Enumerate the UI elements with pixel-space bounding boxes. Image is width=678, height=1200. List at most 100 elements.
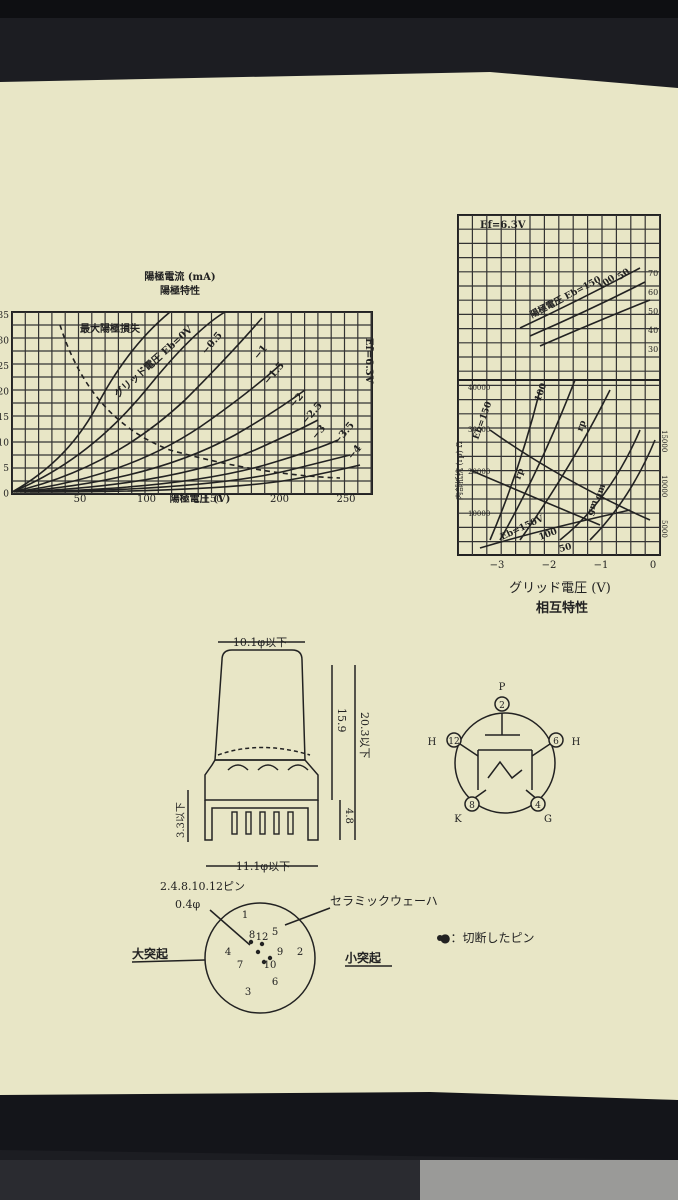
y-tick-label: 5 [3, 464, 9, 474]
y-tick-label: 25 [0, 362, 9, 372]
x-tick-label: 50 [74, 494, 87, 505]
pin-circle [446, 732, 462, 748]
heater-filament [487, 760, 523, 780]
white-card-corner [420, 1160, 678, 1200]
left-axis-label: 内部抵抗 (rp) Ω [454, 441, 464, 500]
pin-leads [231, 811, 294, 835]
base-pin-number: 7 [237, 960, 243, 971]
big-key-leader [131, 959, 206, 963]
pin-dot [248, 939, 254, 945]
base-height-text: 4.8 [343, 808, 354, 824]
schematic-envelope [454, 712, 556, 814]
right-tick-label: 40 [648, 326, 658, 335]
curve-neg3.5 [23, 454, 351, 493]
x-tick-label: −1 [594, 560, 609, 571]
curve-label: rp [513, 467, 526, 481]
base-pin-number: 9 [277, 947, 283, 958]
y-tick-label: 30 [0, 337, 9, 347]
curve-neg4 [29, 464, 361, 493]
base-outer-circle [204, 902, 316, 1014]
pin-lead [273, 811, 280, 835]
pin-number: 4 [535, 801, 541, 811]
base-pin-number: 5 [272, 927, 278, 938]
pin-function-label: P [499, 682, 506, 693]
pin-dot [261, 959, 267, 965]
grid-cage [477, 749, 533, 790]
left-tick-label: 40000 [468, 384, 490, 392]
x-tick-label: 200 [270, 494, 289, 505]
x-axis-label: 陽極電圧 (V) [170, 492, 231, 505]
right-tick-label: 50 [648, 307, 658, 316]
pin-note-leader [209, 909, 251, 946]
y-tick-label: 10 [0, 439, 9, 449]
plot-grid [458, 215, 660, 555]
x-tick-label: 150 [203, 494, 222, 505]
plate-curves [12, 312, 361, 493]
curve-label: rp [575, 419, 588, 433]
shadow-strip [0, 1092, 678, 1160]
x-tick-label: 0 [650, 560, 656, 571]
chart-subtitle: 陽極特性 [160, 284, 200, 297]
pin-number: 6 [553, 737, 559, 747]
pin-function-label: K [454, 814, 462, 825]
pin-note: 2.4.8.10.12ピン [160, 880, 245, 893]
left-tick-label: 20000 [468, 468, 490, 476]
y-tick-label: 20 [0, 388, 9, 398]
base-bumps [227, 764, 309, 771]
legend-dot [437, 935, 443, 941]
max-dissipation-curve [59, 324, 341, 479]
pin-circle [548, 732, 564, 748]
y-tick-label: 0 [3, 490, 9, 500]
top-edge [0, 0, 678, 18]
x-tick-label: 250 [336, 494, 355, 505]
small-key-label: 小突起 [345, 950, 382, 965]
base-pin-number: 8 [249, 930, 255, 941]
pin-circle [530, 796, 546, 812]
wafer-leader [284, 907, 331, 926]
curve-neg2 [13, 389, 306, 493]
right-tick-label: 70 [648, 269, 658, 278]
x-tick-label: 100 [137, 494, 156, 505]
pin-dot [259, 941, 265, 947]
pin-circle [464, 796, 480, 812]
pin-lead [231, 811, 238, 835]
pin-function-label: G [544, 814, 552, 825]
curve-neg2.5 [15, 419, 319, 493]
envelope-seal [217, 746, 311, 756]
x-ticks: 50 100 150 200 250 [74, 494, 356, 505]
max-dissipation-label: 最大陽極損失 [80, 322, 141, 335]
tube-dimension-drawing: 10.1φ以下 15.9 20.3以下 3.3以下 4.8 11.1φ以下 [176, 636, 371, 873]
pin-dot [255, 949, 261, 955]
curve-neg3 [19, 439, 339, 493]
base-pin-number: 10 [264, 960, 277, 971]
pin-lead [287, 811, 294, 835]
left-tick-label: 30000 [468, 426, 490, 434]
base-pin-number: 6 [272, 977, 278, 988]
tube-base [204, 759, 319, 801]
x-tick-label: −2 [542, 560, 557, 571]
base-pin-number: 12 [256, 932, 269, 943]
pin-number: 12 [448, 737, 459, 747]
heater-voltage-label: Ef=6.3V [363, 338, 374, 384]
y-tick-label: 35 [0, 311, 9, 321]
chart-caption: 相互特性 [536, 600, 588, 616]
tube-envelope [214, 649, 306, 761]
pin-circle [494, 696, 510, 712]
left-tick-label: 10000 [468, 510, 490, 518]
big-key-label: 大突起 [132, 946, 169, 961]
curve-label: 50 [558, 542, 573, 555]
right-tick-label: 30 [648, 345, 658, 354]
pin-number: 8 [469, 801, 475, 811]
wafer-label: セラミックウェーハ [330, 894, 438, 908]
corner-label: Ef=6.3V [480, 220, 526, 231]
x-axis-label: グリッド電圧 (V) [509, 581, 611, 596]
total-height-text: 20.3以下 [358, 712, 371, 759]
base-pin-view: 2.4.8.10.12ピン 0.4φ セラミックウェーハ 大突起 小突起 123… [131, 880, 534, 1014]
